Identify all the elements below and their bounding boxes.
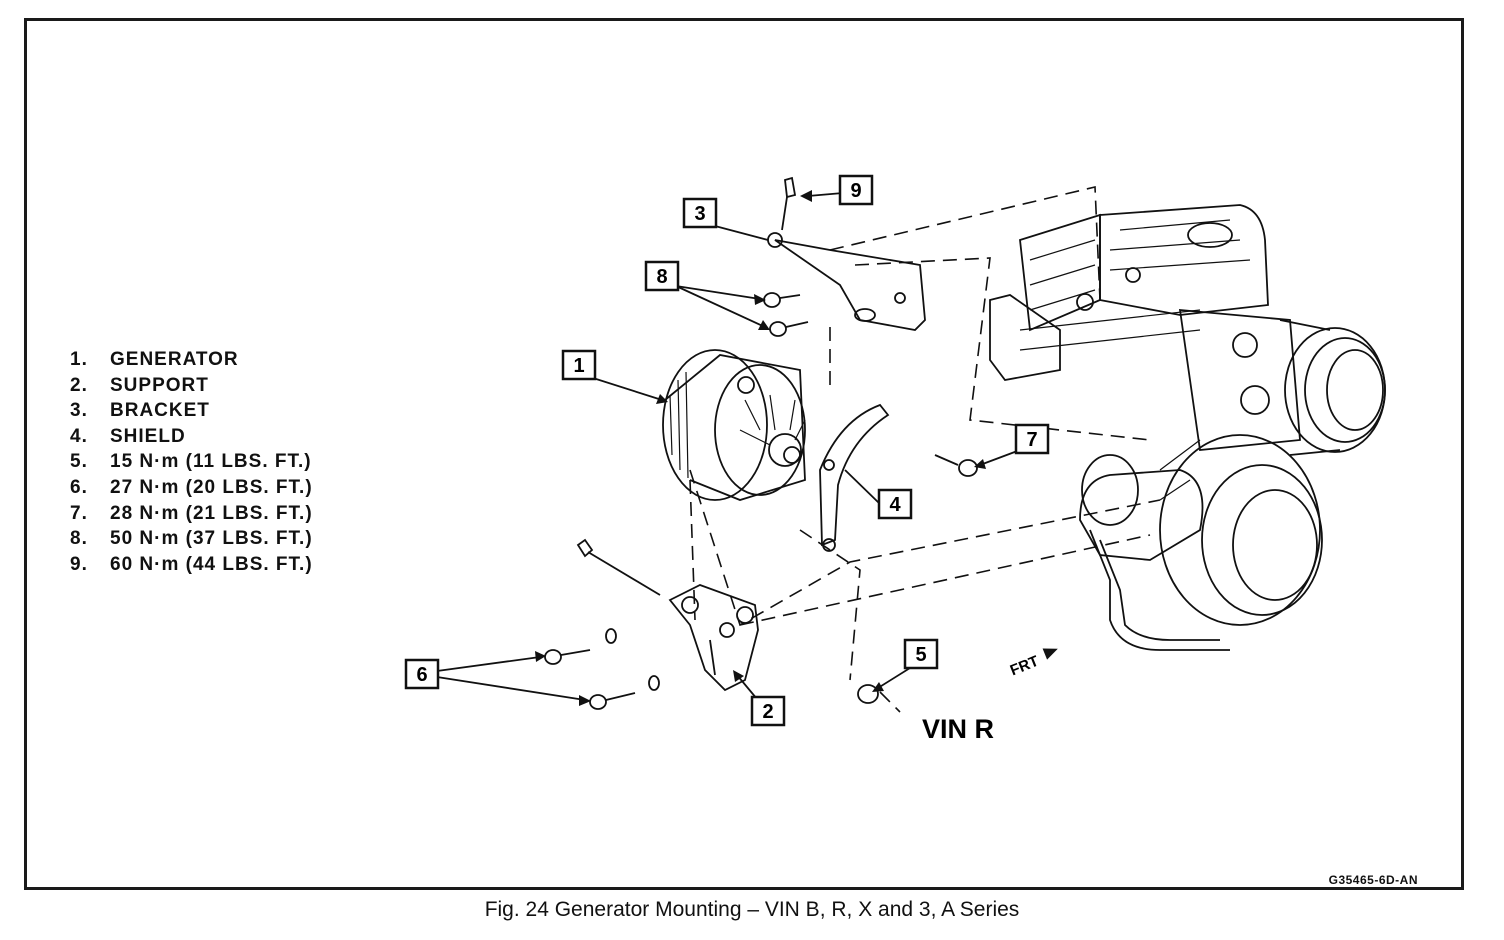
legend-text: SUPPORT	[110, 374, 209, 396]
legend-text: GENERATOR	[110, 349, 239, 370]
callout-box-5	[903, 638, 939, 670]
figure-frame	[24, 18, 1464, 890]
callout-9: 9	[850, 180, 861, 202]
legend-item: 2. SUPPORT	[70, 373, 313, 399]
vin-label: VIN R	[922, 714, 994, 744]
legend-number: 7.	[70, 502, 88, 524]
shield	[819, 403, 890, 552]
callout-2: 2	[762, 701, 773, 723]
figure-caption: Fig. 24 Generator Mounting – VIN B, R, X…	[484, 898, 1020, 921]
legend-number: 3.	[70, 400, 88, 422]
mounting-guide-lines	[689, 185, 1161, 713]
leader-lines	[436, 190, 1021, 706]
callout-box-6	[404, 658, 440, 690]
legend-number: 4.	[70, 425, 88, 447]
callout-4: 4	[889, 494, 901, 516]
legend-number: 5.	[70, 451, 88, 473]
legend-item: 7. 28 N·m (21 LBS. FT.)	[70, 501, 313, 527]
legend-number: 6.	[70, 476, 88, 498]
legend-text: 60 N·m (44 LBS. FT.)	[110, 553, 313, 575]
legend-number: 2.	[70, 374, 88, 396]
legend-item: 4. SHIELD	[70, 424, 313, 450]
callout-5: 5	[915, 644, 926, 666]
legend-text: 27 N·m (20 LBS. FT.)	[110, 476, 313, 498]
legend-text: 15 N·m (11 LBS. FT.)	[110, 451, 312, 473]
drawing-id: G35465-6D-AN	[1328, 873, 1418, 887]
callout-6: 6	[416, 664, 427, 686]
callout-box-4	[877, 488, 913, 520]
callout-box-2	[750, 695, 786, 727]
callout-box-1	[561, 349, 597, 381]
support	[668, 584, 759, 692]
callout-7: 7	[1026, 429, 1037, 451]
legend-text: 28 N·m (21 LBS. FT.)	[110, 502, 313, 524]
front-indicator: FRT	[1008, 648, 1058, 680]
front-arrow-icon	[1042, 648, 1058, 660]
legend-item: 1. GENERATOR	[70, 347, 313, 373]
legend-number: 8.	[70, 528, 88, 550]
callout-box-9	[838, 174, 874, 206]
bolts	[544, 176, 978, 710]
legend-item: 9. 60 N·m (44 LBS. FT.)	[70, 552, 313, 578]
legend-item: 5. 15 N·m (11 LBS. FT.)	[70, 449, 313, 475]
callout-1: 1	[573, 355, 584, 377]
legend-text: 50 N·m (37 LBS. FT.)	[110, 528, 313, 550]
legend-item: 6. 27 N·m (20 LBS. FT.)	[70, 475, 313, 501]
callout-8: 8	[656, 266, 667, 288]
callout-box-3	[682, 197, 718, 229]
legend-number: 1.	[70, 349, 88, 370]
parts-legend: 1. GENERATOR 2. SUPPORT 3. BRACKET 4. SHIELD…	[70, 347, 313, 577]
legend-item: 3. BRACKET	[70, 398, 313, 424]
callout-3: 3	[694, 203, 705, 225]
generator	[662, 349, 806, 501]
callout-box-7	[1014, 423, 1050, 455]
callout-box-8	[644, 260, 680, 292]
legend-item: 8. 50 N·m (37 LBS. FT.)	[70, 526, 313, 552]
callouts: 1 2 3 4 5 6 7 8 9	[404, 174, 1050, 727]
legend-text: BRACKET	[110, 400, 210, 422]
legend-number: 9.	[70, 553, 88, 575]
engine-drawing	[989, 204, 1386, 651]
front-label: FRT	[1008, 653, 1041, 680]
bracket	[767, 232, 926, 331]
legend-text: SHIELD	[110, 425, 186, 447]
